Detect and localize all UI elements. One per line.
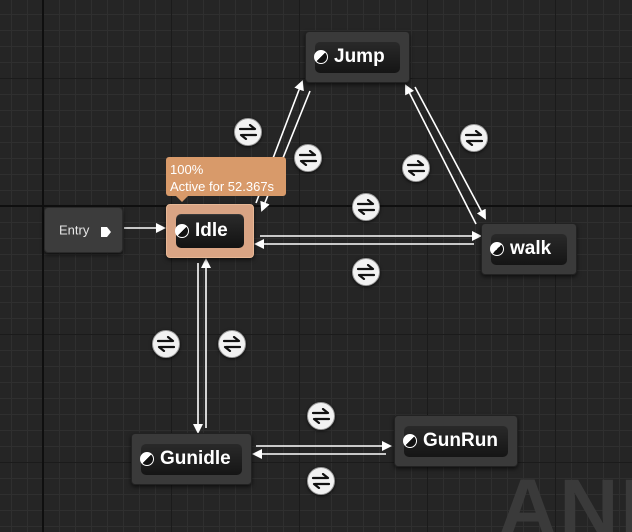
transition-rule-icon[interactable] xyxy=(307,467,335,495)
state-node-gunrun[interactable]: GunRun xyxy=(394,415,518,467)
wire-walk-jump xyxy=(405,84,477,225)
state-node-gunidle[interactable]: Gunidle xyxy=(131,433,252,485)
transition-rule-icon[interactable] xyxy=(234,118,262,146)
transition-rule-icon[interactable] xyxy=(218,330,246,358)
state-node-idle[interactable]: Idle xyxy=(166,204,254,258)
transition-rule-icon[interactable] xyxy=(294,144,322,172)
state-label-gunidle: Gunidle xyxy=(160,448,231,469)
state-machine-icon xyxy=(175,224,189,238)
state-label-walk: walk xyxy=(510,238,552,259)
grid-axis-horizontal xyxy=(0,205,632,207)
active-state-tooltip: 100% Active for 52.367s xyxy=(166,157,286,202)
state-machine-icon xyxy=(403,434,417,448)
transition-rule-icon[interactable] xyxy=(352,258,380,286)
entry-node[interactable]: Entry xyxy=(44,207,123,253)
transition-rule-icon[interactable] xyxy=(460,124,488,152)
state-machine-icon xyxy=(140,452,154,466)
state-node-jump[interactable]: Jump xyxy=(305,31,410,83)
transition-rule-icon[interactable] xyxy=(152,330,180,358)
state-machine-icon xyxy=(490,242,504,256)
state-node-walk[interactable]: walk xyxy=(481,223,577,275)
transition-rule-icon[interactable] xyxy=(352,193,380,221)
wire-jump-walk xyxy=(414,86,486,220)
transition-rule-icon[interactable] xyxy=(402,154,430,182)
state-label-jump: Jump xyxy=(334,46,385,67)
graph-watermark: ANIM xyxy=(498,463,632,532)
grid-axis-vertical xyxy=(42,0,44,532)
state-label-idle: Idle xyxy=(195,220,228,241)
transition-rule-icon[interactable] xyxy=(307,402,335,430)
state-label-gunrun: GunRun xyxy=(423,430,498,451)
tooltip-active-time: Active for 52.367s xyxy=(170,179,275,194)
tooltip-weight: 100% xyxy=(170,162,204,177)
entry-label: Entry xyxy=(59,222,90,238)
state-machine-icon xyxy=(314,50,328,64)
